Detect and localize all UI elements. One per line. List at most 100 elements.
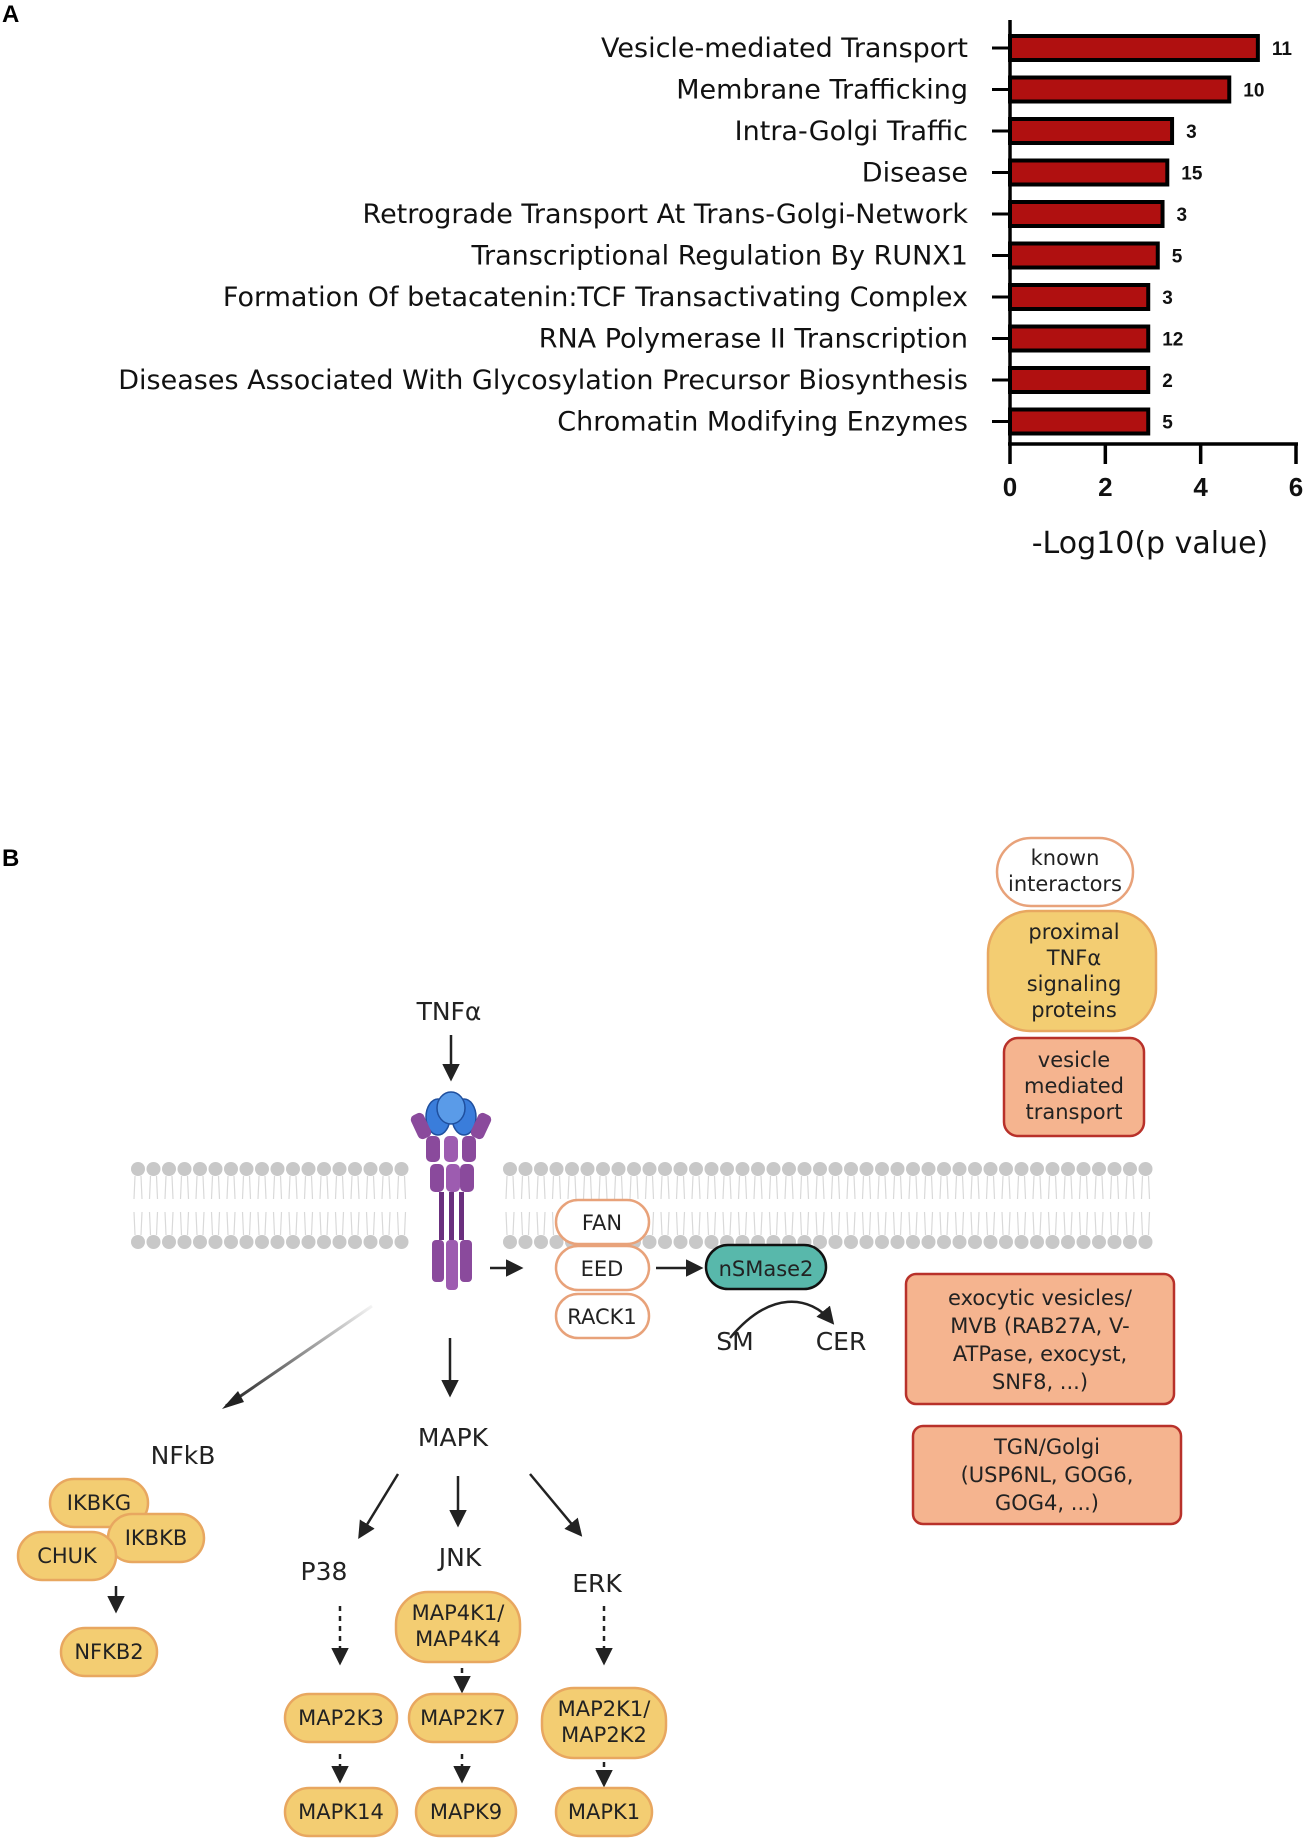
lipid-tail [1094,1211,1104,1236]
map2k3-node: MAP2K3 [283,1692,399,1744]
lipid-tail [846,1175,856,1200]
map2k7-node: MAP2K7 [407,1692,519,1744]
bars [1008,34,1260,436]
lipid-tail [257,1211,267,1236]
category-label: Chromatin Modifying Enzymes [557,407,968,438]
lipid-tail [877,1211,887,1236]
lipid-head [1045,1162,1060,1176]
lipid-tail [1001,1211,1011,1236]
mapk14-label: MAPK14 [298,1800,384,1824]
ikbkb-node: IKBKB [106,1512,206,1564]
lipid-head [301,1162,316,1176]
bar-count-label: 3 [1162,288,1173,309]
lipid-tail [520,1175,531,1200]
x-tick-label: 0 [1003,472,1017,502]
bar [1008,324,1151,353]
lipid-head [1076,1162,1091,1176]
p38-label: P38 [301,1557,348,1586]
lipid-head [363,1162,378,1176]
category-label: Intra-Golgi Traffic [735,116,968,147]
lipid-head [1014,1162,1029,1176]
lipid-tail [737,1175,748,1200]
lipid-tail [706,1211,717,1236]
lipid-tail [1016,1175,1027,1200]
lipid-head [1107,1235,1122,1249]
lipid-head [983,1235,998,1249]
lipid-tail [660,1175,670,1200]
lipid-tail [939,1175,949,1200]
lipid-head [332,1235,347,1249]
map4k1-label: MAP4K1/ [412,1601,506,1625]
lipid-head [751,1162,765,1176]
lipid-tail [753,1211,763,1236]
lipid-head [317,1235,331,1249]
exocytic-line3: ATPase, exocyst, [953,1342,1127,1366]
lipid-tail [1094,1175,1104,1200]
legend-vesicle-line3: transport [1025,1100,1122,1124]
map2k7-label: MAP2K7 [420,1706,506,1730]
lipid-tail [954,1175,965,1200]
lipid-tail [1078,1175,1089,1200]
lipid-tail [753,1175,763,1200]
lipid-tail [272,1211,283,1236]
adaptor-eed: EED [554,1244,651,1292]
lipid-tail [319,1211,329,1236]
adaptor-rack1-label: RACK1 [567,1305,637,1329]
lipid-head [177,1162,192,1176]
lipid-head [363,1235,378,1249]
legend-vesicle-line2: mediated [1024,1074,1124,1098]
map2k1-map2k2-node: MAP2K1/ MAP2K2 [540,1686,668,1760]
lipid-tail [660,1211,670,1236]
lipid-tail [784,1175,794,1200]
adaptor-eed-label: EED [581,1257,624,1281]
lipid-head [193,1162,207,1176]
category-label: Disease [862,158,968,189]
lipid-tail [1001,1175,1011,1200]
lipid-head [983,1162,998,1176]
mapk9-label: MAPK9 [430,1800,502,1824]
lipid-tail [970,1175,980,1200]
lipid-head [999,1162,1013,1176]
lipid-tail [799,1211,810,1236]
erk-label: ERK [572,1569,622,1598]
panel-b-letter: B [2,845,19,872]
lipid-tail [1140,1211,1151,1236]
lipid-tail [319,1175,329,1200]
lipid-tail [365,1175,376,1200]
lipid-tail [846,1211,856,1236]
lipid-head [1092,1235,1106,1249]
nsmase2-node: nSMase2 [704,1243,828,1291]
exocytic-vesicles-box: exocytic vesicles/ MVB (RAB27A, V- ATPas… [904,1272,1176,1406]
nfkb2-node: NFKB2 [59,1626,159,1678]
lipid-head [1123,1235,1137,1249]
lipid-head [286,1162,300,1176]
bar [1008,283,1151,311]
bar [1008,34,1260,62]
panel-a-letter: A [2,1,19,28]
lipid-tail [830,1175,841,1200]
tgn-line3: GOG4, ...) [995,1491,1099,1515]
lipid-tail [288,1175,298,1200]
map4k1-map4k4-node: MAP4K1/ MAP4K4 [394,1590,522,1664]
tnf-alpha-label: TNFα [416,997,482,1026]
category-label: Transcriptional Regulation By RUNX1 [470,241,968,272]
lipid-head [813,1235,827,1249]
lipid-head [549,1235,564,1249]
lipid-head [611,1162,626,1176]
lipid-tail [970,1211,980,1236]
lipid-head [534,1235,548,1249]
legend-vesicle-line1: vesicle [1038,1048,1110,1072]
map2k3-label: MAP2K3 [298,1706,384,1730]
lipid-tail [644,1175,655,1200]
lipid-tail [1140,1175,1151,1200]
category-label: Diseases Associated With Glycosylation P… [118,365,968,396]
x-tick-label: 2 [1098,472,1112,502]
bar [1008,75,1232,104]
lipid-tail [722,1175,732,1200]
lipid-tail [691,1175,701,1200]
lipid-head [673,1235,688,1249]
lipid-head [1045,1235,1060,1249]
adaptor-rack1: RACK1 [554,1292,651,1340]
legend-known-line2: interactors [1008,872,1122,896]
